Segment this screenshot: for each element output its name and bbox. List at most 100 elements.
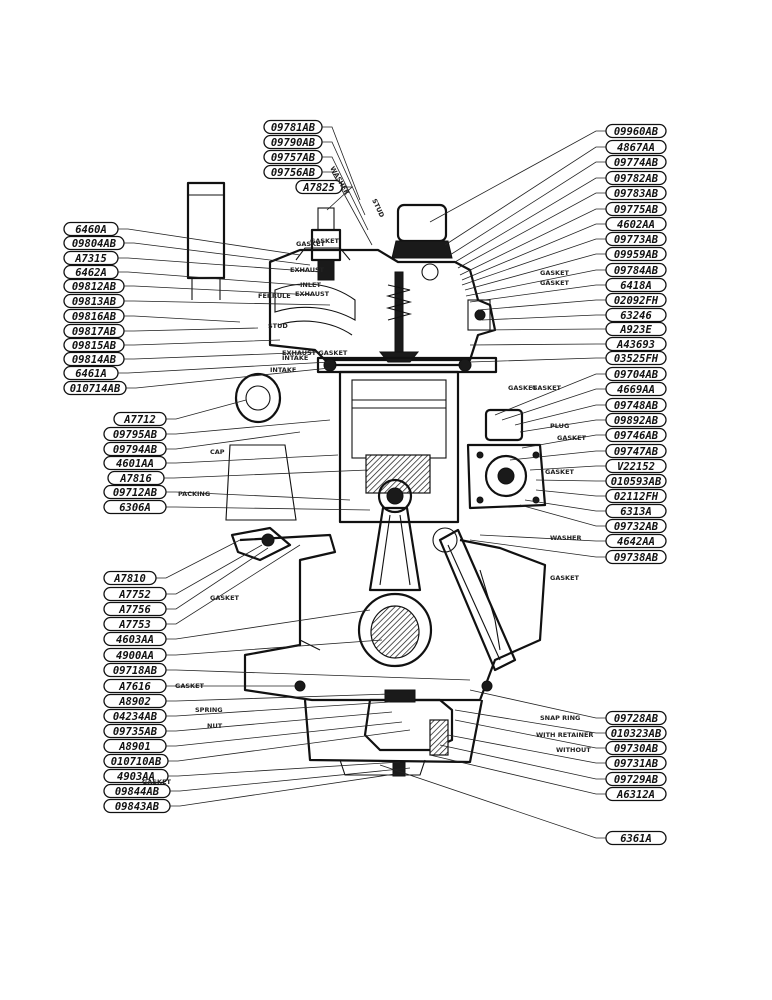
leader-line [454,709,606,734]
callout-left-37-label: 4903AA [117,771,155,783]
leader-line [439,744,606,780]
callout-left-34-outline [103,723,167,739]
callout-right-19-outline [605,412,667,428]
callout-left-3-label: 09756AB [271,167,316,179]
part-note: WASHER [550,534,581,542]
part-note: CAP [210,448,225,456]
oil-pan [303,699,484,777]
callout-left-14: 09814AB [63,351,125,367]
callout-right-16: 09704AB [605,366,667,382]
callout-right-0-outline [605,123,667,139]
leader-line [170,767,411,792]
callout-left-22-outline [103,484,167,500]
callout-left-10-label: 09813AB [72,296,117,308]
callout-right-10-label: 6418A [620,280,652,292]
callout-left-16-outline [63,380,127,396]
callout-left-24-label: A7810 [113,573,146,585]
callout-left-36: 010710AB [103,753,169,769]
leader-line [461,238,606,286]
callout-left-7-label: A7315 [74,253,107,265]
callout-right-30-label: 010323AB [611,728,662,740]
part-note: PLUG [550,422,569,430]
leader-line [379,764,606,839]
leader-line [449,161,606,256]
callout-right-25: 6313A [605,503,667,519]
callout-right-30: 010323AB [605,725,667,741]
leader-line [469,284,606,303]
crank-bearing [357,592,433,668]
callout-right-4-outline [605,185,667,201]
callout-left-1: 09790AB [263,134,323,150]
callout-left-32-label: A8902 [118,696,151,708]
callout-left-9-outline [63,278,125,294]
callout-left-4-label: A7825 [302,182,335,194]
leader-line [469,357,606,363]
callout-right-27-outline [605,533,667,549]
callout-left-29: 4900AA [103,647,167,663]
part-note: NUT [207,722,223,730]
governor-housing [466,408,547,510]
leader-line [164,469,369,479]
leader-line [166,544,301,625]
leader-line [469,343,606,346]
part-note: FERRULE [258,292,291,300]
callout-right-33-outline [605,771,667,787]
exhaust-stack [186,181,226,300]
leader-line [479,328,606,331]
part-note: GASKET [540,279,570,287]
leader-line [118,257,321,273]
callout-left-31: A7616 [103,678,167,694]
callout-left-21: A7816 [107,470,165,486]
callout-right-34: A6312A [605,786,667,802]
leader-line [535,479,606,482]
leader-line [501,388,606,421]
callout-right-7: 09773AB [605,231,667,247]
leader-line [322,156,369,231]
callout-left-31-outline [103,678,167,694]
leader-line [477,299,606,311]
callout-left-27: A7753 [103,616,167,632]
callout-left-25-outline [103,586,167,602]
callout-right-22-outline [605,458,667,474]
part-note: GASKET [142,778,172,786]
callout-right-8: 09959AB [605,246,667,262]
callout-right-18-outline [605,397,667,413]
callout-left-25-label: A7752 [118,589,151,601]
callout-left-12-label: 09817AB [72,326,117,338]
callout-right-26: 09732AB [605,518,667,534]
callout-right-0: 09960AB [605,123,667,139]
callout-left-29-outline [103,647,167,663]
callout-left-10: 09813AB [63,293,125,309]
leader-line [469,689,606,719]
leader-line [168,729,411,762]
part-note: WITH RETAINER [536,731,593,739]
callout-right-13-outline [605,321,667,337]
callout-left-21-label: A7816 [119,473,152,485]
callout-right-1: 4867AA [605,139,667,155]
spark-plug-assembly [295,207,351,281]
callout-right-7-label: 09773AB [614,234,659,246]
callout-left-38-outline [103,783,171,799]
callout-right-7-outline [605,231,667,247]
callout-right-2-outline [605,154,667,170]
callout-left-19: 09794AB [103,441,167,457]
callout-left-30-label: 09718AB [113,665,158,677]
part-note: GASKET [550,574,580,582]
leader-line [429,130,606,223]
leader-line [156,539,241,579]
part-note: INTAKE [270,366,296,374]
callout-left-11: 09816AB [63,308,125,324]
leader-line [429,754,606,795]
callout-left-9-label: 09812AB [72,281,117,293]
leader-line [118,228,301,256]
callout-right-35-outline [605,830,667,846]
callout-right-20-label: 09746AB [614,430,659,442]
callout-left-32-outline [103,693,167,709]
callout-right-12-label: 63246 [620,310,652,322]
leader-line [521,434,606,449]
callout-left-6-label: 09804AB [72,238,117,250]
callout-right-35-label: 6361A [620,833,652,845]
part-note: EXHAUST GASKET [282,349,348,357]
callout-right-15-outline [605,350,667,366]
